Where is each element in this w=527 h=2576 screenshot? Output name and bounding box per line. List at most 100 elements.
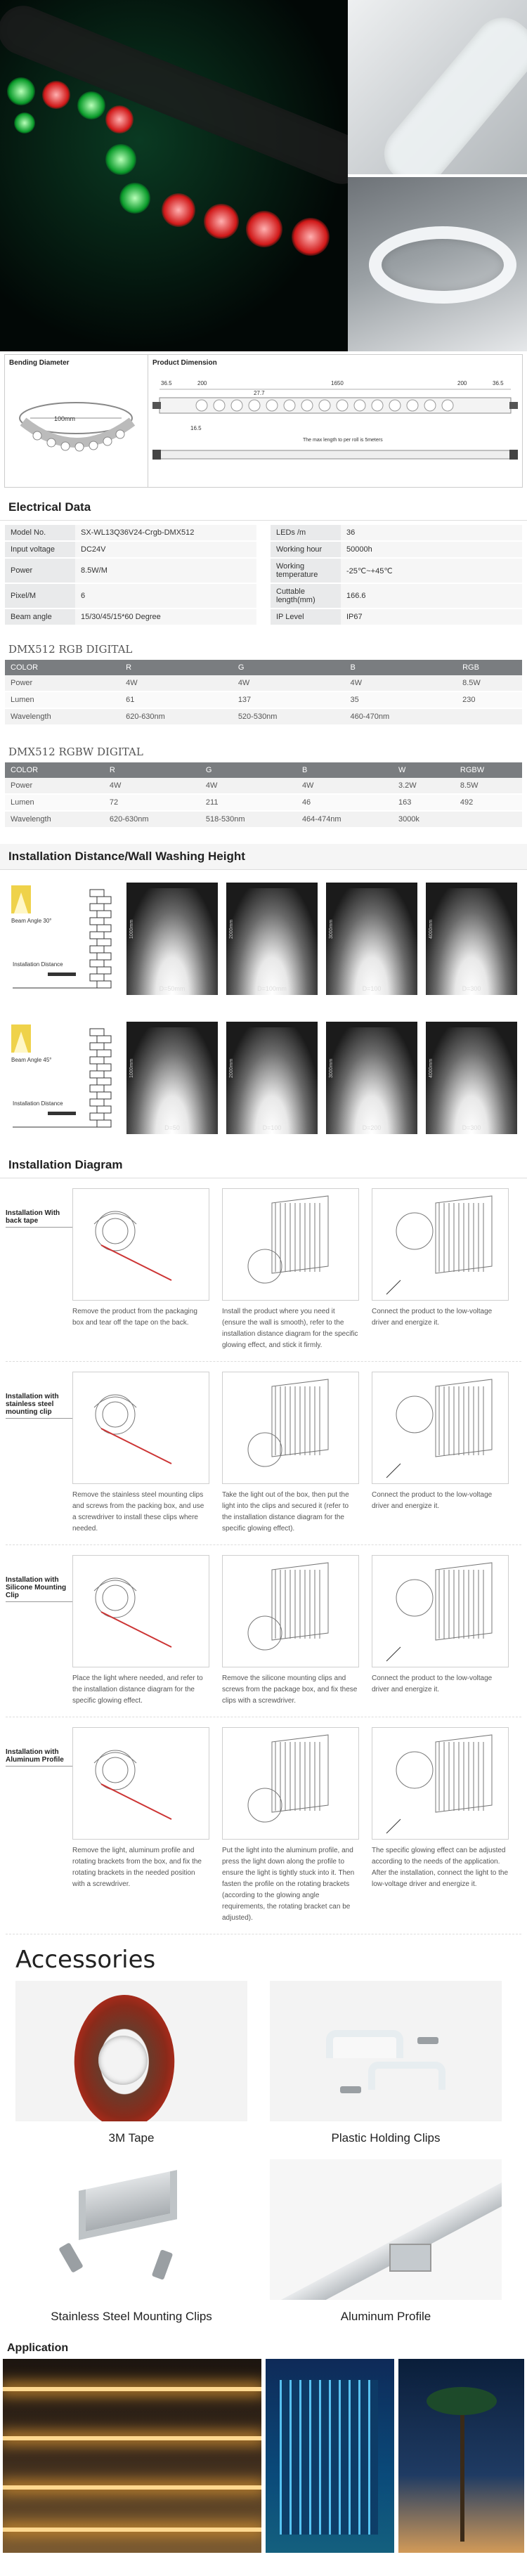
- dim-note: The max length to per roll is 5meters: [303, 438, 383, 443]
- table-cell: Wavelength: [5, 708, 121, 726]
- aluminum-profile-image: [270, 2159, 502, 2300]
- electrical-data-title: Electrical Data: [0, 495, 527, 521]
- table-cell: Power: [5, 778, 104, 795]
- spec-value: 50000h: [341, 541, 522, 559]
- application-gallery: [0, 2359, 527, 2553]
- table-cell: 163: [392, 794, 455, 812]
- table-cell: [457, 708, 522, 726]
- table-cell: [454, 811, 522, 828]
- table-cell: 620-630nm: [120, 708, 233, 726]
- install-steps: Remove the stainless steel mounting clip…: [72, 1372, 521, 1535]
- spec-value: IP67: [341, 609, 522, 626]
- install-steps: Remove the light, aluminum profile and r…: [72, 1727, 521, 1924]
- install-step-text: Connect the product to the low-voltage d…: [372, 1491, 493, 1510]
- table-header: G: [200, 762, 297, 778]
- table-cell: 3000k: [392, 811, 455, 828]
- install-step-text: Remove the silicone mounting clips and s…: [222, 1674, 358, 1705]
- install-diagram-title: Installation Diagram: [0, 1152, 527, 1178]
- spec-key: Pixel/M: [5, 583, 75, 609]
- install-step-illustration: [372, 1372, 509, 1484]
- table-cell: 72: [103, 794, 200, 812]
- install-method-label: Installation with Silicone Mounting Clip: [6, 1576, 72, 1602]
- accessory-label: Aluminum Profile: [340, 2310, 431, 2323]
- dimension-drawing: [152, 389, 518, 460]
- beam-angle-diagram: Beam Angle 45°Installation Distance: [6, 1022, 118, 1141]
- wash-height: 4000mm: [429, 1058, 434, 1078]
- accessory-label: Plastic Holding Clips: [331, 2131, 441, 2145]
- install-step-illustration: [372, 1555, 509, 1667]
- accessory-steel-clips: Stainless Steel Mounting Clips: [15, 2159, 247, 2338]
- install-step-illustration: [222, 1727, 359, 1840]
- table-header: B: [296, 762, 393, 778]
- table-header: COLOR: [5, 660, 121, 675]
- spec-key: Working temperature: [271, 558, 341, 584]
- table-cell: 230: [457, 691, 522, 709]
- install-method-label-wrap: Installation with stainless steel mounti…: [6, 1372, 72, 1535]
- distance-value: D=50mm: [159, 985, 186, 992]
- install-step: Place the light where needed, and refer …: [72, 1555, 209, 1707]
- table-cell: 4W: [103, 778, 200, 795]
- spec-drawings: Bending Diameter 100mm Product Dimension: [4, 354, 523, 488]
- hero-gallery: [0, 0, 527, 351]
- table-cell: Lumen: [5, 691, 121, 709]
- table-cell: 492: [454, 794, 522, 812]
- distance-value: D=300: [462, 985, 481, 992]
- hero-led-strip-photo: [0, 0, 348, 351]
- dim-3: 27.7: [254, 390, 265, 396]
- install-step-text: The specific glowing effect can be adjus…: [372, 1847, 509, 1888]
- table-header: RGBW: [454, 762, 522, 778]
- accessory-label: Stainless Steel Mounting Clips: [51, 2310, 212, 2323]
- light-glow: [426, 1027, 517, 1134]
- install-step-text: Remove the stainless steel mounting clip…: [72, 1491, 204, 1533]
- wash-height: 3000mm: [329, 1058, 334, 1078]
- table-cell: 464-474nm: [296, 811, 393, 828]
- spec-key: Working hour: [271, 541, 341, 559]
- install-step: Remove the stainless steel mounting clip…: [72, 1372, 209, 1535]
- spec-value: 8.5W/M: [75, 558, 256, 584]
- bending-title: Bending Diameter: [9, 359, 70, 367]
- install-step-illustration: [72, 1188, 209, 1301]
- light-glow: [326, 888, 417, 995]
- install-step-illustration: [72, 1372, 209, 1484]
- spec-value: SX-WL13Q36V24-Crgb-DMX512: [75, 525, 256, 542]
- install-step: Connect the product to the low-voltage d…: [372, 1372, 509, 1535]
- application-title: Application: [7, 2342, 69, 2354]
- accessories-title: Accessories: [15, 1946, 156, 1974]
- hero-thumb-coil: [348, 174, 527, 351]
- table-cell: 35: [344, 691, 457, 709]
- table-cell: 61: [120, 691, 233, 709]
- install-distance-label: Installation Distance: [13, 1100, 63, 1107]
- install-step-illustration: [72, 1727, 209, 1840]
- light-glow: [226, 888, 318, 995]
- beam-angle-diagram: Beam Angle 30°Installation Distance: [6, 883, 118, 1002]
- dmx-rgbw-title: DMX512 RGBW DIGITAL: [8, 746, 143, 758]
- spacer: [256, 541, 271, 559]
- accessories-grid: 3M Tape Plastic Holding Clips Stainless …: [15, 1981, 512, 2338]
- table-cell: 4W: [296, 778, 393, 795]
- dmx-rgb-title: DMX512 RGB DIGITAL: [8, 643, 133, 656]
- bending-diameter-panel: Bending Diameter 100mm: [5, 355, 148, 487]
- accessory-plastic-clips: Plastic Holding Clips: [270, 1981, 502, 2159]
- install-step: Remove the silicone mounting clips and s…: [222, 1555, 359, 1707]
- spacer: [256, 583, 271, 609]
- distance-value: D=100: [262, 1124, 282, 1131]
- install-method-block: Installation with stainless steel mounti…: [6, 1362, 521, 1545]
- table-header: W: [392, 762, 455, 778]
- install-steps: Place the light where needed, and refer …: [72, 1555, 521, 1707]
- spec-value: 15/30/45/15*60 Degree: [75, 609, 256, 626]
- dimension-title: Product Dimension: [152, 359, 217, 367]
- table-cell: 137: [232, 691, 345, 709]
- spec-value: -25℃~+45℃: [341, 558, 522, 584]
- install-step-illustration: [222, 1555, 359, 1667]
- install-step: The specific glowing effect can be adjus…: [372, 1727, 509, 1924]
